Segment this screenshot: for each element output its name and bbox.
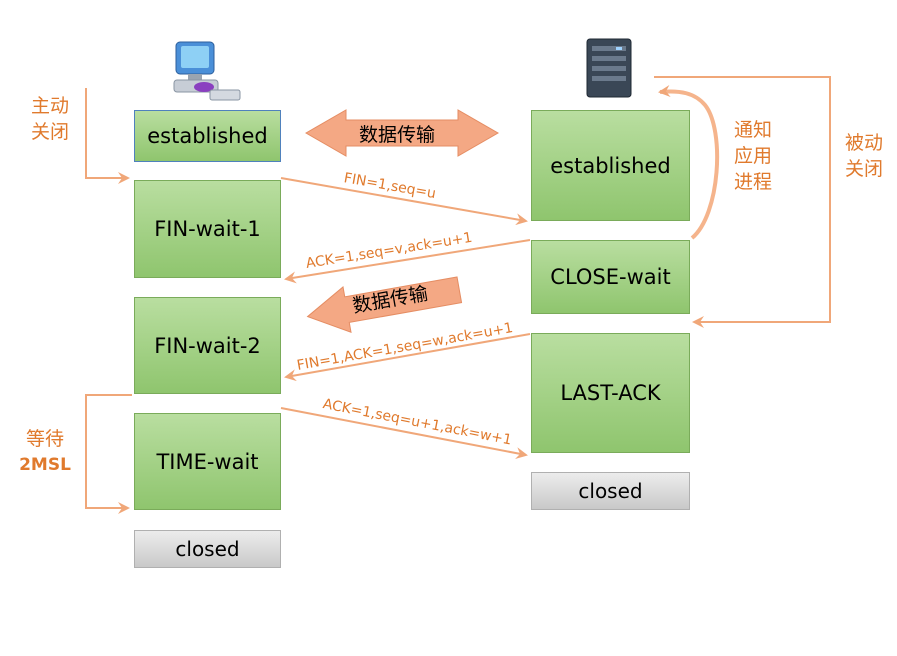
notify-app-label-line1: 通知	[733, 119, 772, 141]
wait-2msl-label-line1: 等待	[25, 428, 64, 450]
ack2-arrow	[280, 407, 528, 460]
wait-2msl-label: 等待 2MSL	[14, 426, 76, 478]
server-icon	[586, 38, 632, 98]
wait-2msl-label-line2: 2MSL	[19, 455, 71, 475]
data-transfer-left-arrow	[306, 276, 463, 334]
active-close-label: 主动 关闭	[24, 93, 76, 145]
computer-icon	[170, 40, 242, 102]
left-state-established: established	[134, 110, 281, 162]
fin1-arrow	[280, 177, 528, 226]
left-state-time-wait: TIME-wait	[134, 413, 281, 510]
wait-2msl-connector	[85, 394, 132, 514]
ack1-arrow	[284, 239, 531, 284]
right-state-established: established	[531, 110, 690, 221]
notify-app-arrow	[658, 85, 720, 240]
passive-close-connector	[654, 76, 831, 328]
left-state-fin-wait-1: FIN-wait-1	[134, 180, 281, 278]
passive-close-label-line1: 被动	[844, 132, 883, 154]
left-state-fin-wait-2: FIN-wait-2	[134, 297, 281, 394]
active-close-connector	[85, 88, 130, 184]
passive-close-label: 被动 关闭	[838, 130, 890, 182]
left-state-closed: closed	[134, 530, 281, 568]
notify-app-label: 通知 应用 进程	[727, 117, 779, 195]
right-state-closed: closed	[531, 472, 690, 510]
data-transfer-double-arrow	[304, 109, 500, 157]
notify-app-label-line2: 应用	[733, 145, 772, 167]
passive-close-label-line2: 关闭	[844, 158, 883, 180]
active-close-label-line1: 主动	[30, 95, 69, 117]
right-state-close-wait: CLOSE-wait	[531, 240, 690, 314]
right-state-last-ack: LAST-ACK	[531, 333, 690, 453]
active-close-label-line2: 关闭	[30, 121, 69, 143]
notify-app-label-line3: 进程	[733, 171, 772, 193]
fin2-arrow	[284, 333, 531, 382]
data-transfer-label-top: 数据传输	[359, 124, 436, 146]
